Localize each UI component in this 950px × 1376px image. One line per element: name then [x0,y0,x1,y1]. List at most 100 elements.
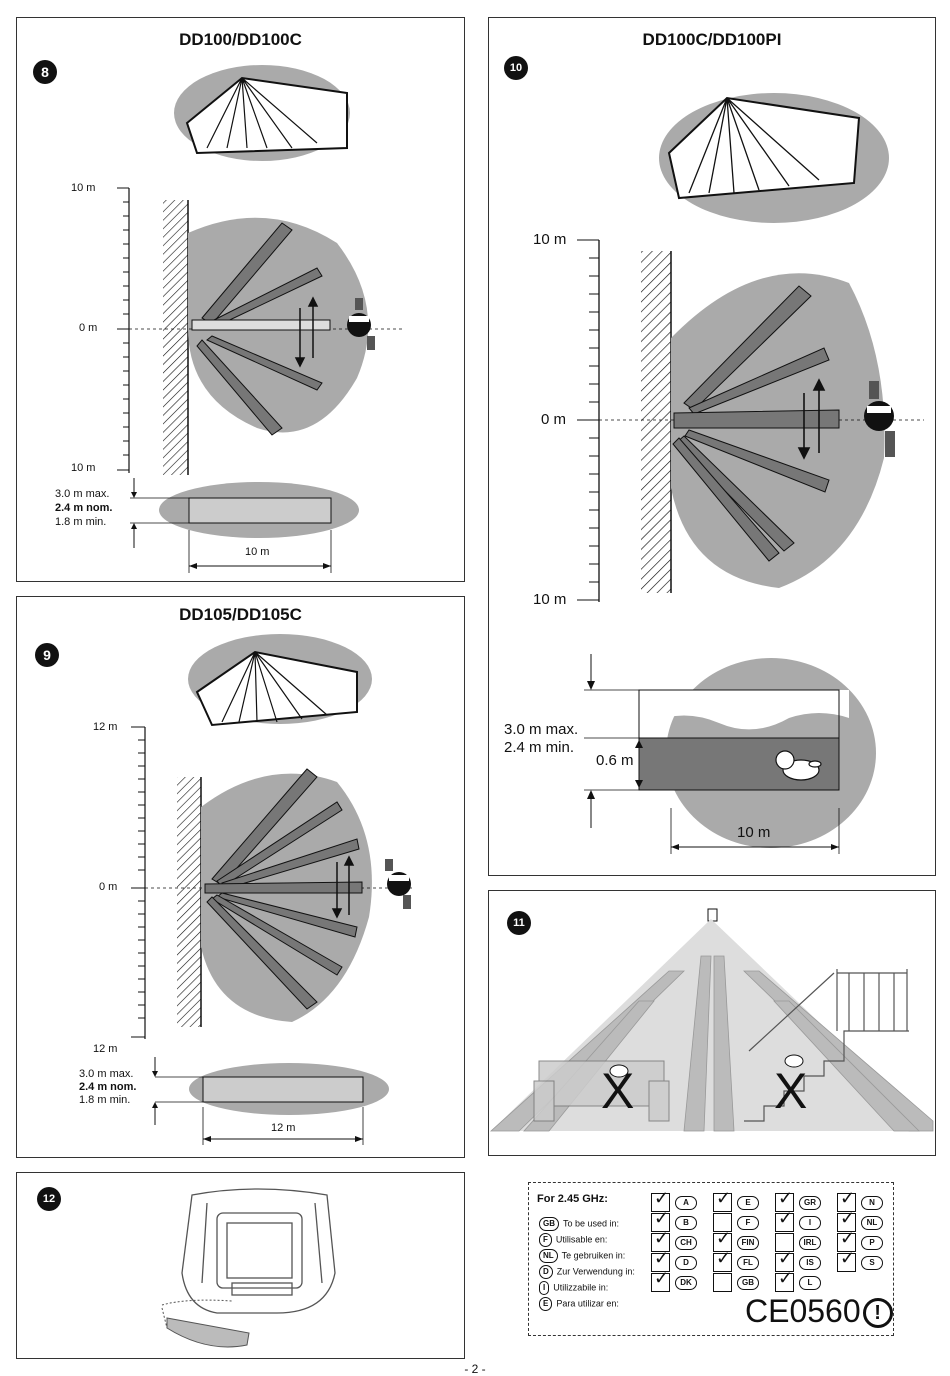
scale-bottom-label: 10 m [533,591,567,608]
country-checkbox [713,1213,732,1232]
check-icon: ✓ [716,1248,732,1268]
excluded-mark-sofa: X [601,1063,635,1119]
panel-9-diagram [131,634,412,1145]
walk-arrows [331,855,355,919]
scale-ticks [131,726,145,1038]
scale-mid-label: 0 m [99,881,118,893]
detection-beams [191,222,328,436]
country-code-badge: IS [799,1256,821,1270]
height-max-label: 3.0 m max. [79,1068,134,1080]
country-code-badge: GR [799,1196,821,1210]
height-nom-label: 2.4 m nom. [55,502,113,514]
country-code-badge: N [861,1196,883,1210]
panel-12-diagram [161,1188,336,1348]
dog-icon [775,750,822,781]
country-checkbox: ✓ [713,1188,732,1212]
country-code-badge: NL [861,1216,883,1230]
check-icon: ✓ [840,1228,856,1248]
legend-text: Zur Verwendung in: [556,1266,635,1277]
check-icon: ✓ [778,1188,794,1208]
country-code-badge: IRL [799,1236,821,1250]
height-max-label: 3.0 m max. [55,488,110,500]
check-icon: ✓ [778,1208,794,1228]
country-checkbox: ✓ [775,1268,794,1292]
scale-bottom-label: 10 m [71,462,96,474]
country-code-badge: P [861,1236,883,1250]
sofa [533,1060,670,1122]
check-icon: ✓ [840,1188,856,1208]
country-checkbox: ✓ [651,1208,670,1232]
country-code-badge: D [675,1256,697,1270]
detection-beams [672,285,840,562]
legend-text: Para utilizar en: [556,1298,619,1309]
country-code-badge: F [737,1216,759,1230]
country-code-badge: E [539,1297,553,1311]
scale-top-label: 10 m [71,182,96,194]
country-code-badge: FL [737,1256,759,1270]
scale-top-label: 10 m [533,231,567,248]
check-icon: ✓ [716,1228,732,1248]
walk-arrows [294,296,319,368]
panel-11-number: 11 [507,911,531,935]
ce-mark: CE0560! [745,1295,893,1328]
country-checkbox: ✓ [713,1228,732,1252]
pet-icons [609,1054,804,1078]
height-nom-label: 2.4 m nom. [79,1081,137,1093]
country-checkbox: ✓ [837,1208,856,1232]
country-checkbox [713,1273,732,1292]
check-icon: ✓ [778,1268,794,1288]
panel-8: DD100/DD100C 8 [16,17,465,582]
country-code-badge: F [539,1233,552,1247]
check-icon: ✓ [654,1208,670,1228]
panel-9-number: 9 [35,643,59,667]
detector-housing [181,1188,336,1314]
panel-10: DD100C/DD100PI 10 [488,17,936,876]
country-checkbox: ✓ [837,1188,856,1212]
country-code-badge: I [539,1281,550,1295]
panel-11: 11 X X [488,890,936,1156]
legend-text: To be used in: [563,1218,620,1229]
legend-text: Utilisable en: [555,1234,608,1245]
country-code-badge: GB [539,1217,559,1231]
panel-10-title: DD100C/DD100PI [642,30,782,49]
range-label: 12 m [271,1122,296,1134]
walk-arrows [797,378,826,460]
person-icon [347,298,375,350]
alert-icon: ! [862,1298,893,1328]
country-checkbox: ✓ [651,1268,670,1292]
country-checkbox: ✓ [651,1188,670,1212]
country-code-badge: S [861,1256,883,1270]
side-view-zone [188,497,332,524]
wall [177,777,201,1027]
check-icon: ✓ [840,1248,856,1268]
wall [163,200,188,475]
scale-ticks [117,187,129,471]
country-checkbox: ✓ [651,1228,670,1252]
side-view-zone [202,1076,364,1103]
country-code-badge: E [737,1196,759,1210]
country-checkbox [775,1233,794,1252]
country-checkbox: ✓ [775,1188,794,1212]
scale-ticks [577,239,599,601]
excluded-mark-stairs: X [774,1063,808,1119]
staircase [744,969,909,1122]
person-icon [385,859,411,909]
scale-mid-label: 0 m [79,322,98,334]
country-code-badge: A [675,1196,697,1210]
country-code-badge: NL [539,1249,558,1263]
page-number: - 2 - [464,1362,486,1376]
country-code-badge: D [539,1265,553,1279]
panel-9: DD105/DD105C 9 [16,596,465,1158]
country-checkbox: ✓ [713,1248,732,1272]
height-min-label: 1.8 m min. [79,1094,131,1106]
check-icon: ✓ [654,1248,670,1268]
scale-top-label: 12 m [93,721,118,733]
scale-mid-label: 0 m [541,411,567,428]
check-icon: ✓ [654,1228,670,1248]
panel-8-title: DD100/DD100C [179,30,302,49]
check-icon: ✓ [654,1268,670,1288]
